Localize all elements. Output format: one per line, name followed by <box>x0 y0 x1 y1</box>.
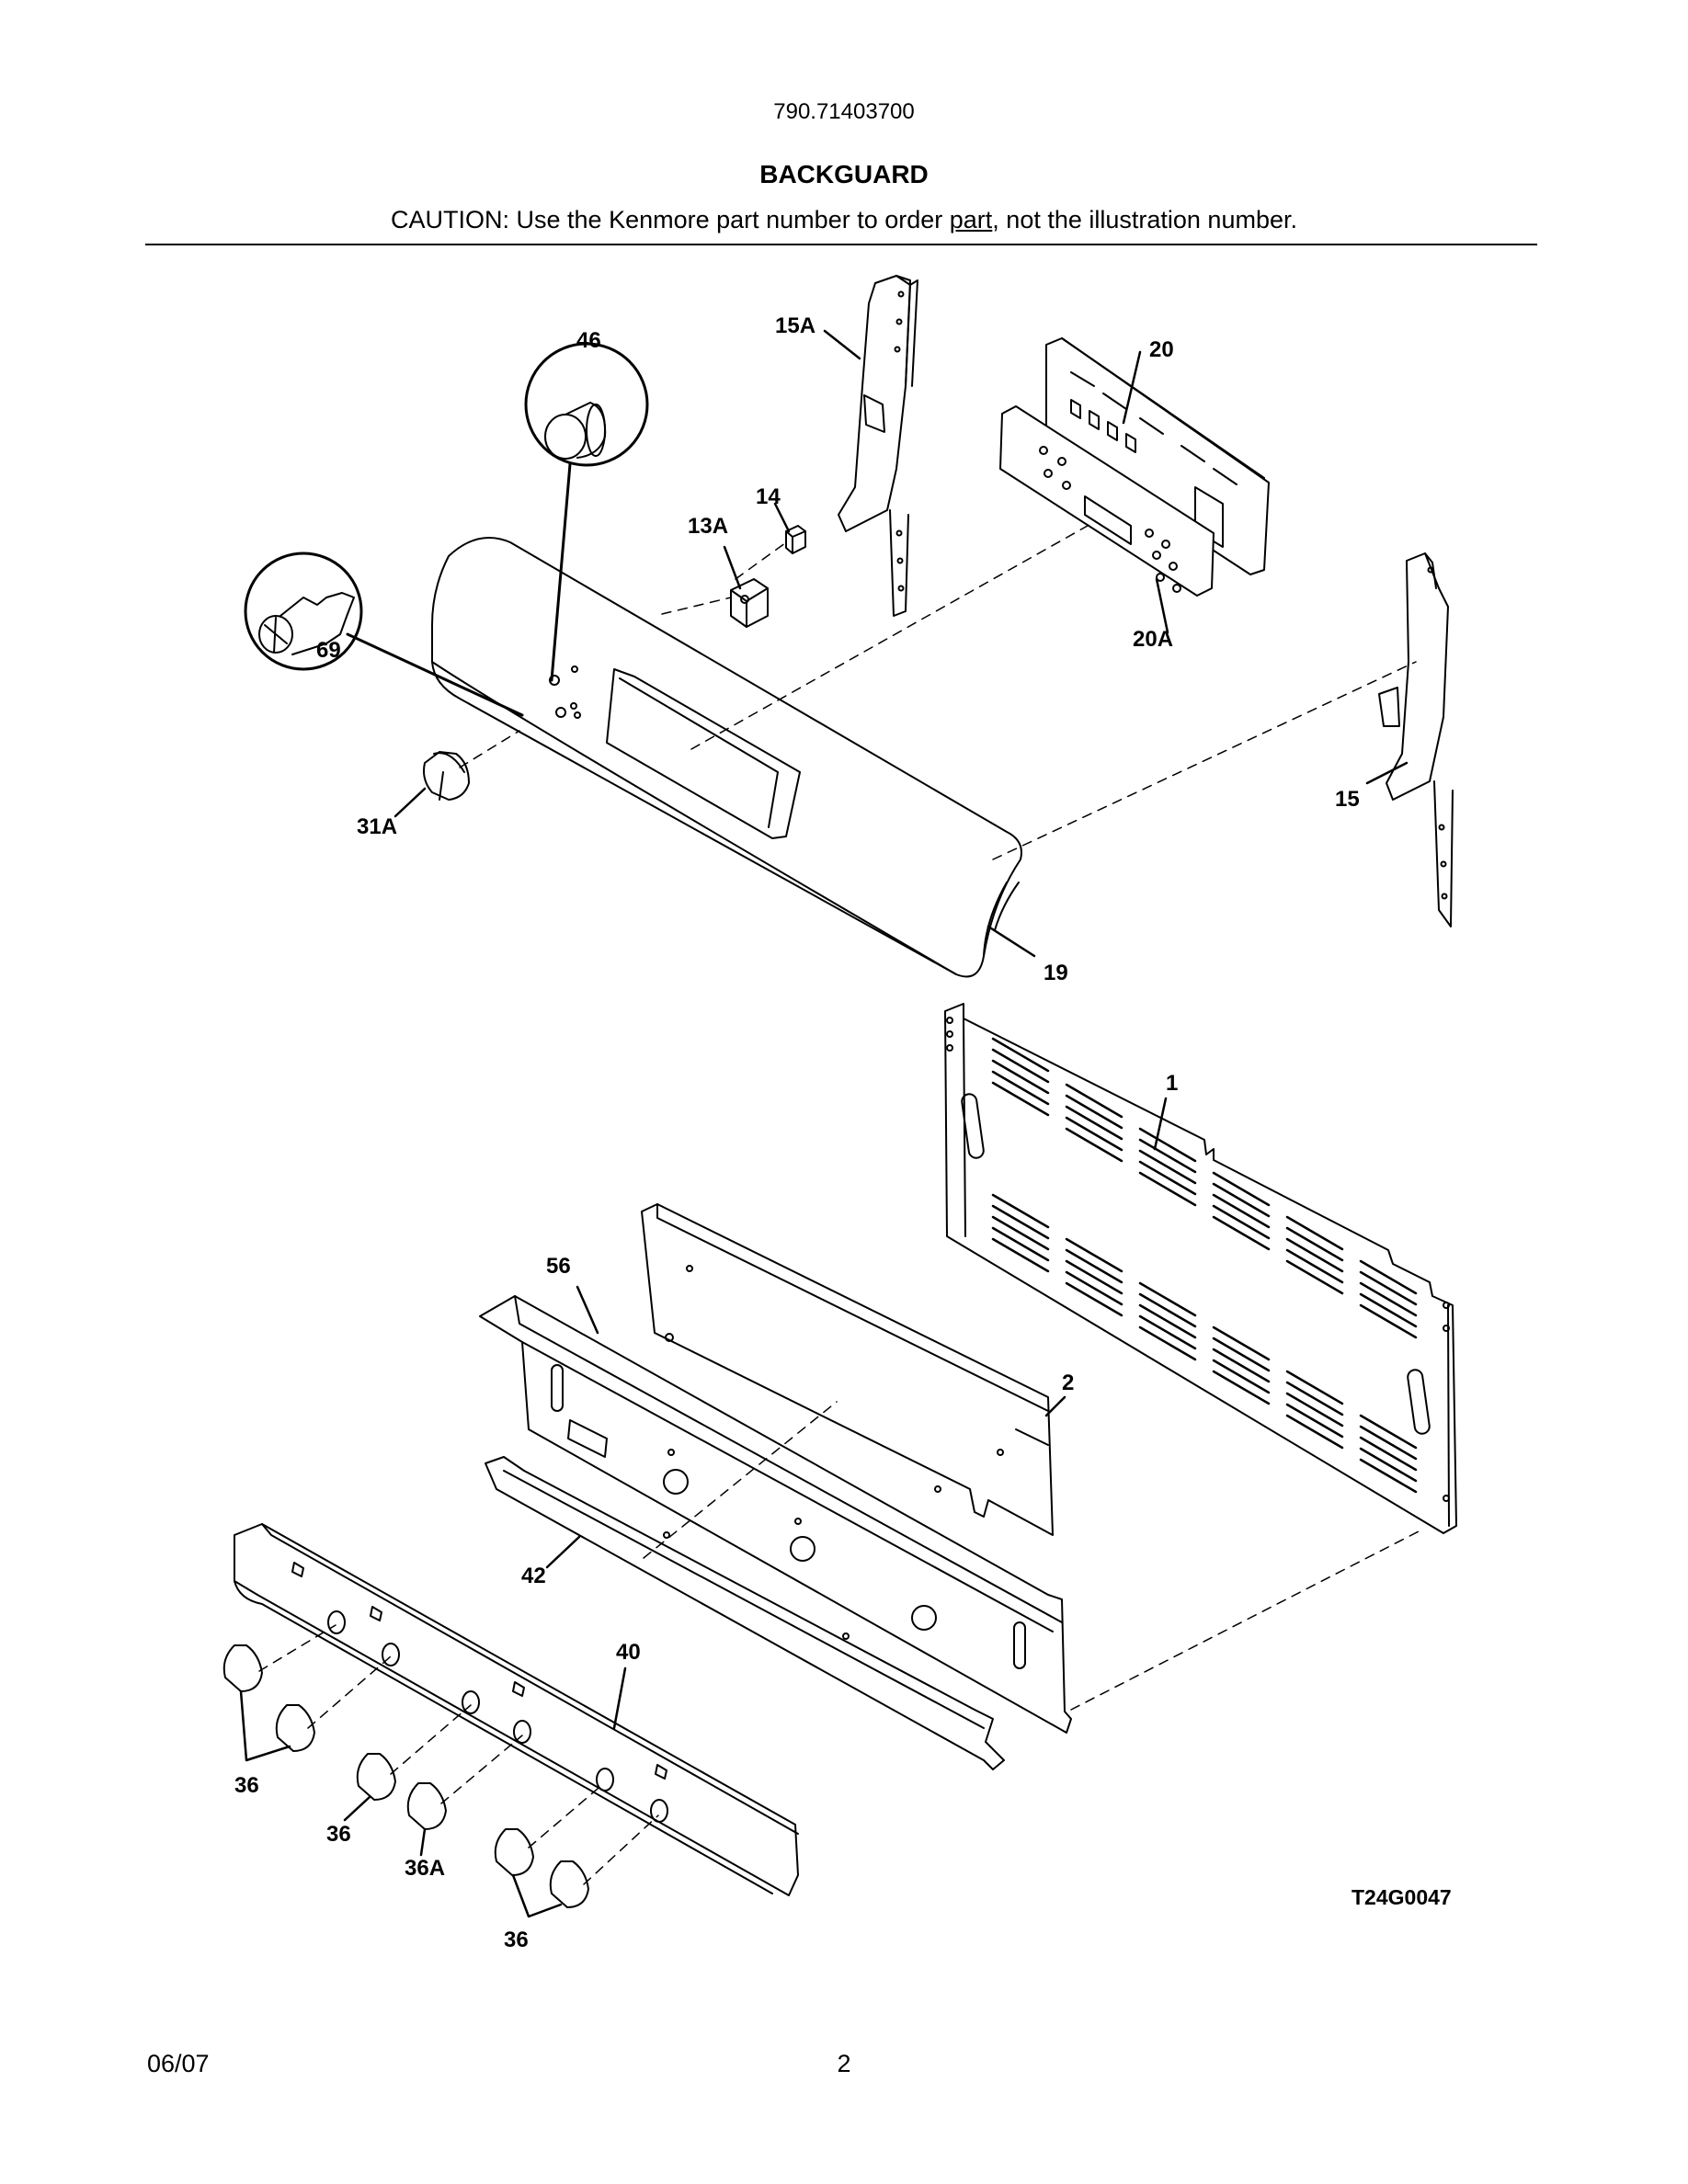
caution-text-after: , not the illustration number. <box>992 206 1297 233</box>
knob-36-3 <box>356 1753 396 1801</box>
knob-36-1 <box>222 1644 263 1692</box>
manifold-panel <box>479 1295 1072 1734</box>
callout-36A: 36A <box>405 1856 445 1881</box>
callout-20: 20 <box>1149 337 1174 362</box>
assembly-lines <box>258 521 1421 1885</box>
leader-lines <box>239 329 1409 1918</box>
caution-part-word: part <box>949 206 993 233</box>
callout-42: 42 <box>521 1564 546 1588</box>
knob-36-4 <box>494 1828 534 1876</box>
knob-36-2 <box>275 1704 315 1752</box>
callout-14: 14 <box>756 484 781 509</box>
callout-36-middle: 36 <box>326 1822 351 1847</box>
callout-56: 56 <box>546 1254 571 1279</box>
callout-36-top: 36 <box>234 1773 259 1798</box>
callout-1: 1 <box>1166 1071 1178 1096</box>
callout-19: 19 <box>1044 961 1068 985</box>
callout-36-bottom: 36 <box>504 1928 529 1952</box>
backguard-control-panel <box>431 537 1022 978</box>
drawing-code: T24G0047 <box>1352 1885 1452 1909</box>
knob-36A <box>406 1782 447 1830</box>
oven-light-switch <box>730 578 769 628</box>
end-cap-left <box>838 275 918 617</box>
callout-15A: 15A <box>775 313 815 338</box>
callout-15: 15 <box>1335 787 1360 812</box>
callout-2: 2 <box>1062 1371 1074 1395</box>
header-divider <box>145 244 1537 245</box>
callout-69: 69 <box>316 638 341 663</box>
caution-text-before: CAUTION: Use the Kenmore part number to … <box>391 206 950 233</box>
caution-note: CAUTION: Use the Kenmore part number to … <box>0 206 1688 234</box>
callout-13A: 13A <box>688 514 728 539</box>
page-title: BACKGUARD <box>759 160 929 188</box>
callout-20A: 20A <box>1133 627 1173 652</box>
control-overlay <box>999 405 1215 597</box>
display-window <box>606 668 801 839</box>
page-number: 2 <box>837 2050 851 2077</box>
switch-small <box>785 525 806 554</box>
callout-40: 40 <box>616 1640 641 1665</box>
detail-circle-69 <box>244 552 524 717</box>
detail-circle-46 <box>524 342 649 682</box>
valve-control-panel <box>234 1523 799 1896</box>
callout-labels: 15A 20 46 14 13A 20A 69 15 31A 19 1 56 2… <box>234 313 1452 1952</box>
knob-31A <box>423 751 470 801</box>
vent-slots <box>991 1037 1418 1494</box>
burner-knobs <box>222 1644 589 1908</box>
model-number: 790.71403700 <box>773 99 915 124</box>
callout-46: 46 <box>576 328 601 353</box>
callout-31A: 31A <box>357 814 397 839</box>
footer-date: 06/07 <box>147 2050 210 2077</box>
knob-36-5 <box>549 1860 589 1908</box>
end-cap-right <box>1378 552 1454 927</box>
insulation-panel <box>641 1203 1054 1536</box>
rear-panel <box>944 1003 1457 1534</box>
trim-strip <box>485 1456 1005 1770</box>
